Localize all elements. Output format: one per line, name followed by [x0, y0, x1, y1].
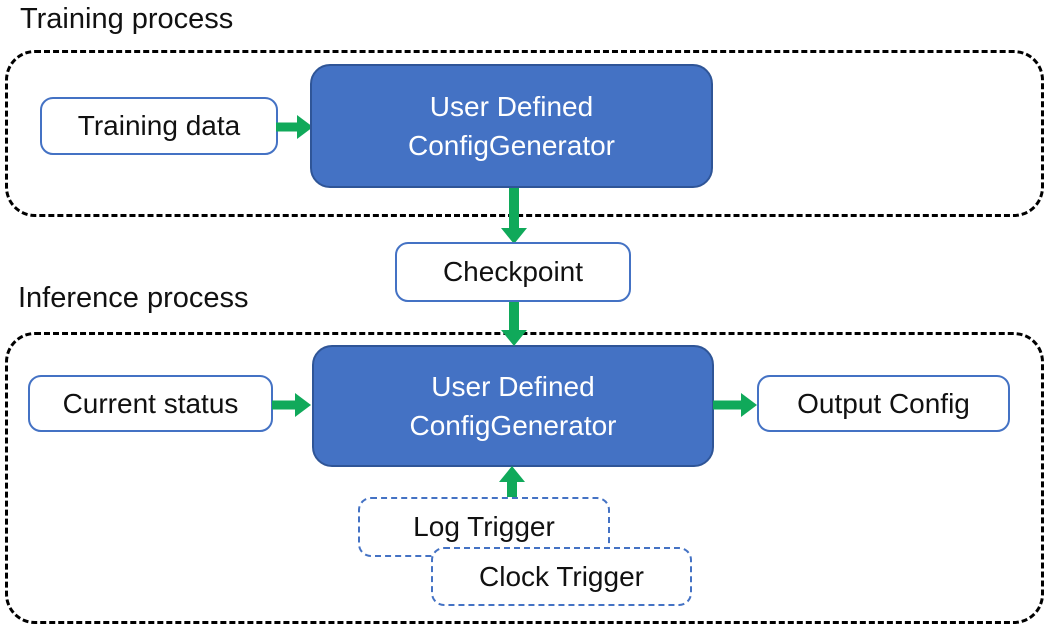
- output-config-label: Output Config: [797, 387, 970, 419]
- config-generator-inference-line2: ConfigGenerator: [409, 410, 617, 441]
- inference-process-label: Inference process: [18, 282, 249, 314]
- clock-trigger-label: Clock Trigger: [479, 560, 644, 592]
- config-generator-training-box: User Defined ConfigGenerator: [310, 64, 713, 188]
- config-generator-training-line2: ConfigGenerator: [407, 130, 615, 161]
- current-status-box: Current status: [28, 375, 273, 432]
- training-data-box: Training data: [40, 97, 278, 155]
- config-generator-inference-line1: User Defined: [431, 371, 595, 402]
- training-process-label: Training process: [20, 3, 234, 35]
- config-generator-training-line1: User Defined: [429, 91, 594, 122]
- checkpoint-label: Checkpoint: [442, 256, 584, 287]
- output-config-box: Output Config: [757, 375, 1010, 432]
- log-trigger-label: Log Trigger: [413, 511, 555, 542]
- config-generator-inference-box: User Defined ConfigGenerator: [312, 345, 714, 467]
- training-process-container: [5, 50, 1044, 217]
- training-data-label: Training data: [77, 110, 241, 141]
- checkpoint-box: Checkpoint: [395, 242, 631, 302]
- current-status-label: Current status: [62, 387, 239, 419]
- clock-trigger-box: Clock Trigger: [431, 547, 692, 606]
